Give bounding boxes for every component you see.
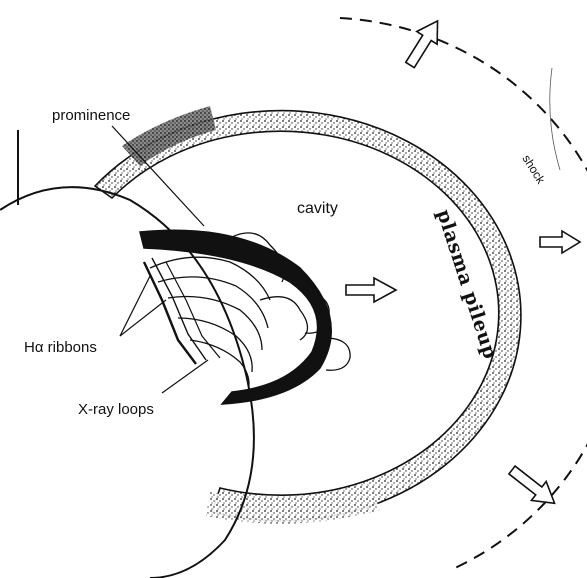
ribbons-leader-2	[120, 300, 166, 336]
x-ray-loops-label: X-ray loops	[78, 401, 154, 418]
xray-loop-c	[168, 297, 262, 351]
h-alpha-ribbons-label: Hα ribbons	[24, 339, 97, 356]
hollow-arrow-icon	[346, 278, 396, 302]
arcade-loop-2	[260, 297, 308, 340]
expansion-arrow-cavity	[346, 278, 396, 302]
pileup-band	[95, 111, 521, 521]
h-alpha-ribbon-2	[152, 258, 206, 360]
expansion-arrow-top	[400, 15, 448, 72]
hollow-arrow-icon	[540, 231, 580, 253]
expansion-arrow-right	[540, 231, 580, 253]
hollow-arrow-icon	[505, 461, 562, 513]
expansion-arrow-bottom	[505, 461, 562, 513]
prominence-label: prominence	[52, 107, 130, 124]
shock-label: shock	[519, 152, 548, 187]
cavity-label: cavity	[297, 200, 338, 217]
hollow-arrow-icon	[400, 15, 448, 72]
xray-leader	[162, 360, 208, 393]
ribbons-leader-1	[120, 276, 150, 336]
